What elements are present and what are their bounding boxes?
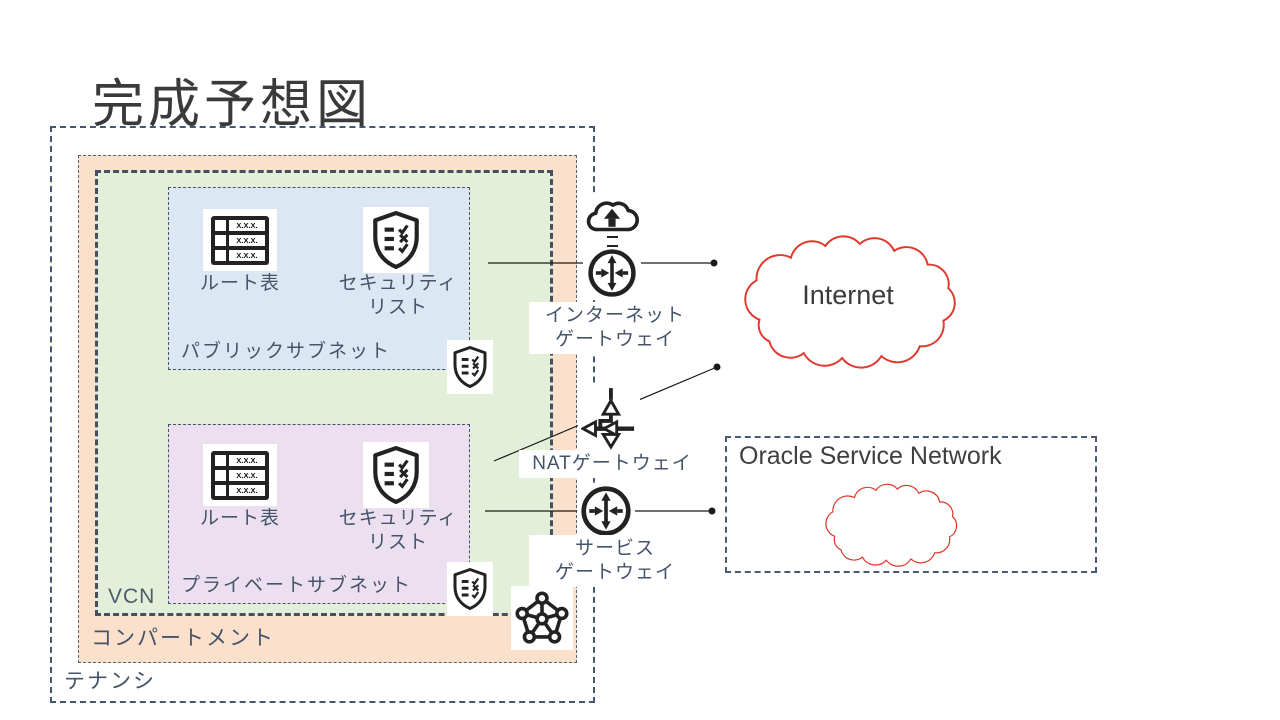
route-table-label: ルート表 [199, 273, 280, 294]
page-title: 完成予想図 [92, 76, 373, 134]
internet-gateway-label: インターネット ゲートウェイ [529, 302, 701, 354]
route-table-cell: X.X.X. [229, 484, 265, 496]
route-table-cell: X.X.X. [229, 234, 265, 246]
security-list-label: セキュリティ リスト [325, 272, 471, 320]
service-gateway-label: サービス ゲートウェイ [529, 535, 701, 587]
service-gateway-icon [577, 483, 635, 539]
route-table-icon: X.X.X. X.X.X. X.X.X. [203, 444, 277, 506]
private-subnet-label: プライベートサブネット [181, 575, 413, 596]
security-list-label-line1: セキュリティ [338, 508, 458, 529]
vcn-label: VCN [108, 585, 156, 608]
public-subnet-label: パブリックサブネット [181, 341, 392, 362]
cloud-up-arrow-icon [585, 197, 639, 235]
compartment-label: コンパートメント [91, 627, 275, 650]
oracle-service-network-title: Oracle Service Network [739, 442, 1002, 470]
service-gateway-label-line2: ゲートウェイ [554, 562, 675, 583]
route-table-icon: X.X.X. X.X.X. X.X.X. [203, 209, 277, 271]
security-list-label-line2: リスト [367, 532, 428, 553]
route-table-square [215, 484, 226, 496]
route-table-square [215, 454, 226, 466]
nat-gateway-icon [578, 383, 640, 455]
oracle-service-network-cloud [800, 478, 980, 570]
gateway-circle-icon [587, 248, 637, 298]
route-table-square [215, 469, 226, 481]
equals-mark [606, 235, 618, 247]
internet-gateway-label-line2: ゲートウェイ [554, 329, 675, 350]
route-table-label: ルート表 [199, 508, 280, 529]
internet-gateway-icon [583, 194, 641, 300]
service-gateway-label-line1: サービス [574, 538, 655, 559]
security-list-icon [363, 442, 429, 508]
nat-gateway-label: NATゲートウェイ [519, 450, 705, 478]
route-table-grid: X.X.X. X.X.X. X.X.X. [211, 450, 269, 500]
route-table-cell: X.X.X. [229, 454, 265, 466]
vcn-network-icon [511, 586, 573, 650]
internet-cloud-label: Internet [802, 280, 894, 310]
route-table-cell: X.X.X. [229, 249, 265, 261]
route-table-cell: X.X.X. [229, 219, 265, 231]
security-list-corner-icon [447, 340, 493, 394]
route-table-cell: X.X.X. [229, 469, 265, 481]
route-table-square [215, 249, 226, 261]
route-table-square [215, 219, 226, 231]
route-table-square [215, 234, 226, 246]
route-table-grid: X.X.X. X.X.X. X.X.X. [211, 215, 269, 265]
security-list-label-line2: リスト [367, 297, 428, 318]
security-list-icon [363, 207, 429, 273]
security-list-corner-icon [447, 562, 493, 616]
tenancy-label: テナンシ [64, 670, 156, 693]
security-list-label-line1: セキュリティ [338, 273, 458, 294]
internet-gateway-label-line1: インターネット [544, 305, 685, 326]
security-list-label: セキュリティ リスト [325, 507, 471, 555]
